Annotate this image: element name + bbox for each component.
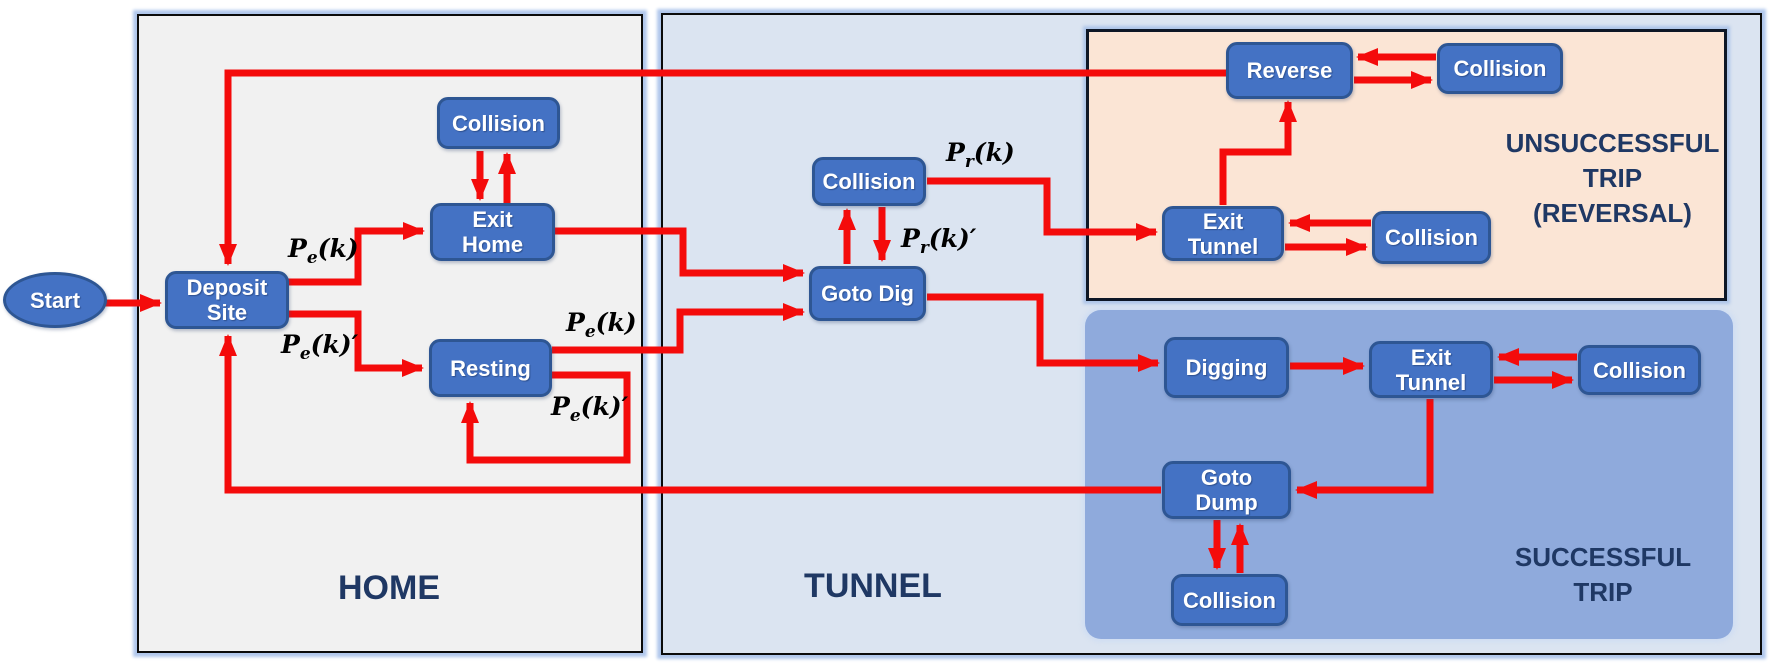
node-digging: Digging xyxy=(1164,337,1289,398)
node-reversal-collision-bottom: Collision xyxy=(1372,211,1491,264)
node-success-collision-right: Collision xyxy=(1578,345,1701,395)
region-label-unsuccessful-trip: UNSUCCESSFUL TRIP (REVERSAL) xyxy=(1505,128,1720,228)
node-start: Start xyxy=(3,272,107,328)
node-tunnel-collision: Collision xyxy=(812,157,926,206)
node-goto-dump: Goto Dump xyxy=(1162,461,1291,519)
node-success-collision-bottom: Collision xyxy=(1171,574,1288,626)
region-label-home: HOME xyxy=(338,569,440,607)
edge-label-pe-k-dig: Pe(k) xyxy=(566,308,637,342)
edge-label-pe-k-prime-rest: Pe(k)′ xyxy=(281,330,359,364)
node-exit-home: Exit Home xyxy=(430,203,555,261)
node-goto-dig: Goto Dig xyxy=(809,266,926,321)
edge-label-pr-k: Pr(k) xyxy=(946,138,1015,172)
edge-label-pe-k-prime-loop: Pe(k)′ xyxy=(551,392,629,426)
node-reversal-exit-tunnel: Exit Tunnel xyxy=(1162,206,1284,261)
region-label-tunnel: TUNNEL xyxy=(804,567,942,605)
region-label-successful-trip: SUCCESSFUL TRIP xyxy=(1514,542,1692,607)
node-reversal-collision-top: Collision xyxy=(1437,43,1563,94)
node-deposit-site: Deposit Site xyxy=(165,271,289,329)
edge-label-pr-k-prime: Pr(k)′ xyxy=(901,224,977,258)
edge-label-pe-k-exit: Pe(k) xyxy=(288,234,359,268)
node-reverse: Reverse xyxy=(1226,42,1353,99)
node-success-exit-tunnel: Exit Tunnel xyxy=(1369,341,1493,398)
node-resting: Resting xyxy=(429,339,552,397)
node-home-collision: Collision xyxy=(437,97,560,149)
